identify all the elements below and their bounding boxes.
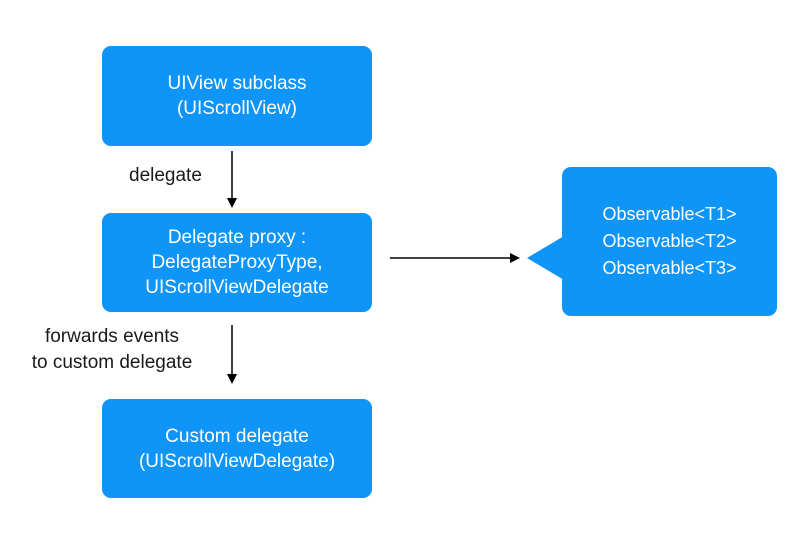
- delegate-proxy-node: Delegate proxy : DelegateProxyType, UISc…: [102, 213, 372, 312]
- callout-pointer: [527, 236, 564, 280]
- custom-node-line2: (UIScrollViewDelegate): [138, 450, 336, 472]
- forwards-edge-label: forwards events to custom delegate: [10, 324, 214, 376]
- uiview-node-line1: UIView subclass: [167, 73, 307, 94]
- custom-delegate-node: Custom delegate (UIScrollViewDelegate): [102, 399, 372, 498]
- forwards-label-line2: to custom delegate: [31, 352, 193, 373]
- proxy-node-line3: UIScrollViewDelegate: [145, 277, 329, 298]
- uiview-node-line2: (UIScrollView): [176, 98, 297, 119]
- delegate-edge-label: delegate: [129, 165, 202, 186]
- observable-t3: Observable<T3>: [602, 258, 737, 278]
- observables-callout: Observable<T1> Observable<T2> Observable…: [562, 167, 777, 316]
- observable-t2: Observable<T2>: [602, 231, 737, 251]
- forwards-label-line1: forwards events: [44, 326, 180, 347]
- uiview-subclass-node: UIView subclass (UIScrollView): [102, 46, 372, 146]
- proxy-node-line1: Delegate proxy :: [167, 227, 307, 248]
- custom-node-line1: Custom delegate: [165, 425, 309, 447]
- observable-t1: Observable<T1>: [602, 204, 737, 224]
- proxy-node-line2: DelegateProxyType,: [151, 252, 323, 273]
